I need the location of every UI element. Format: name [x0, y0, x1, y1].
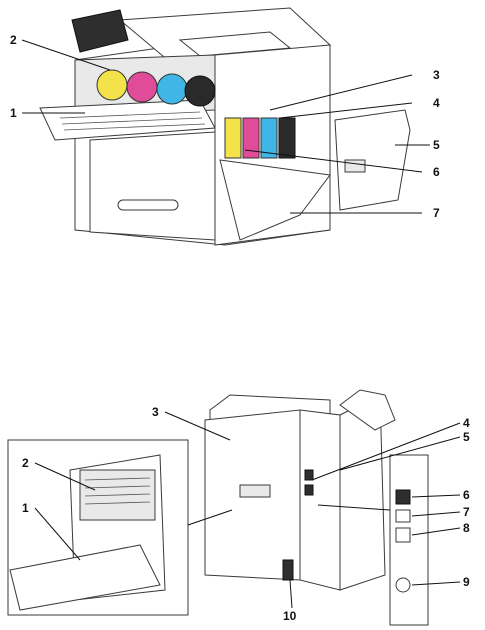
bottom-callout-4: 4 — [463, 416, 470, 430]
top-callout-5: 5 — [433, 138, 440, 152]
top-callout-2: 2 — [10, 33, 17, 47]
bottom-printer-rear-illustration — [205, 390, 395, 590]
top-callout-6: 6 — [433, 165, 440, 179]
bottom-callout-8: 8 — [463, 521, 470, 535]
bottom-callout-2: 2 — [22, 456, 29, 470]
control-panel-screen — [72, 10, 128, 52]
bottom-callout-3: 3 — [152, 405, 159, 419]
toner-black — [185, 76, 215, 106]
bottom-callout-1: 1 — [22, 501, 29, 515]
bottom-callout-7: 7 — [463, 505, 470, 519]
top-callout-3: 3 — [433, 68, 440, 82]
toner-cyan — [157, 74, 187, 104]
bottom-callout-6: 6 — [463, 488, 470, 502]
top-callout-4: 4 — [433, 96, 440, 110]
bottom-callout-5: 5 — [463, 430, 470, 444]
usb-device-port — [396, 510, 410, 522]
bottom-callout-9: 9 — [463, 575, 470, 589]
power-port-detail — [396, 578, 410, 592]
top-callout-7: 7 — [433, 206, 440, 220]
toner-magenta — [127, 72, 157, 102]
usb-port — [396, 490, 410, 504]
top-callout-1: 1 — [10, 106, 17, 120]
ethernet-port — [396, 528, 410, 542]
bottom-callout-10: 10 — [283, 609, 297, 623]
toner-yellow — [97, 70, 127, 100]
